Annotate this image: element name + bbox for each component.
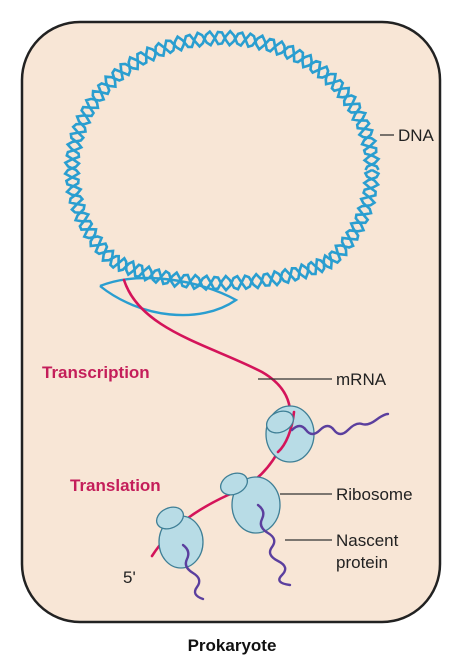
caption-prokaryote: Prokaryote xyxy=(188,636,277,655)
translation-label: Translation xyxy=(70,476,161,495)
dna-strand xyxy=(63,29,381,291)
nascent-protein-3 xyxy=(181,543,205,601)
ribosome-small-subunit-1 xyxy=(265,410,295,434)
ribosome-small-subunit-2 xyxy=(219,472,249,496)
cell-membrane xyxy=(20,20,442,624)
ribosome-large-subunit-2 xyxy=(231,476,281,534)
ribosome-label: Ribosome xyxy=(336,485,413,504)
five-prime-label: 5' xyxy=(123,568,136,587)
mrna-label: mRNA xyxy=(336,370,387,389)
protein-label: protein xyxy=(336,553,388,572)
nascent-protein-1 xyxy=(290,412,390,436)
dna-label: DNA xyxy=(398,126,435,145)
transcription-label: Transcription xyxy=(42,363,150,382)
ribosome-small-subunit-3 xyxy=(155,506,185,530)
dna-strand xyxy=(63,30,381,293)
nascent-protein-2 xyxy=(256,503,292,587)
nascent-label: Nascent xyxy=(336,531,399,550)
